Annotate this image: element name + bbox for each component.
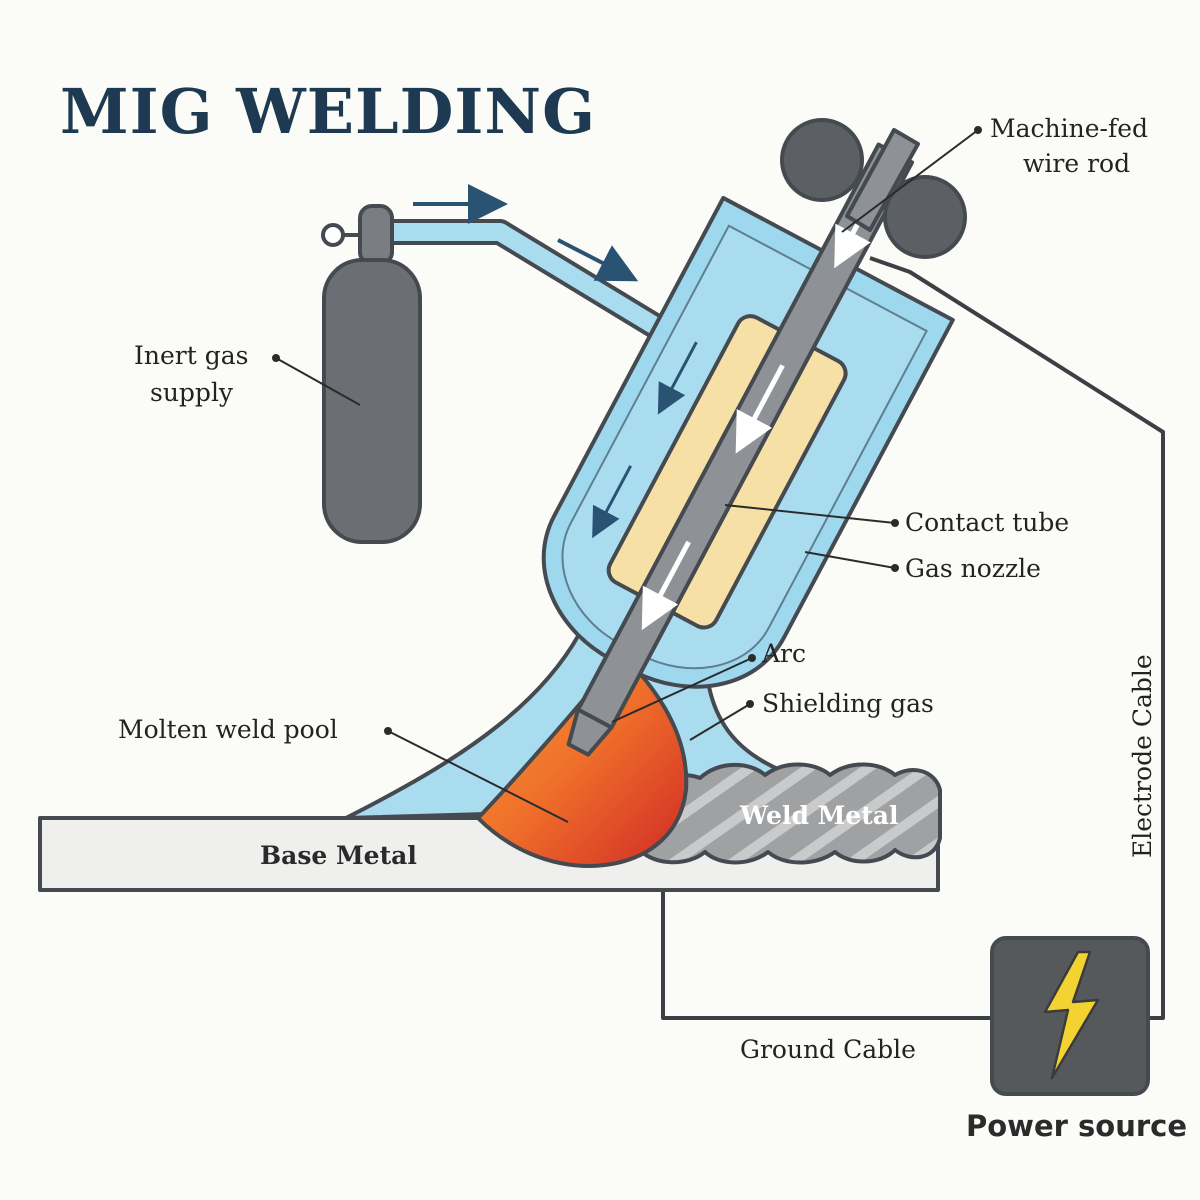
- wire-feed-arrow-icon: [735, 364, 785, 454]
- label-weld-metal: Weld Metal: [739, 801, 898, 830]
- weld-metal-bead: [618, 762, 942, 865]
- gas-flow-arrow-icon: [592, 465, 632, 539]
- label-wire-rod-1: Machine-fed: [990, 114, 1148, 143]
- power-source-box: [990, 936, 1150, 1096]
- leader-contact-tube: [724, 504, 896, 524]
- label-wire-rod-2: wire rod: [1023, 149, 1130, 178]
- lightning-bolt-icon: [1043, 950, 1100, 1080]
- leader-weld-pool: [387, 730, 569, 823]
- ground-cable: [661, 878, 992, 1020]
- label-ground-cable: Ground Cable: [740, 1035, 916, 1064]
- gas-cylinder: [321, 204, 422, 544]
- electrode-cable: [869, 256, 1165, 1020]
- leader-arc: [611, 657, 753, 723]
- label-gas-supply-2: supply: [150, 378, 234, 407]
- label-power-source: Power source: [966, 1109, 1187, 1143]
- molten-weld-pool: [476, 646, 689, 868]
- leader-wire-rod: [841, 129, 979, 233]
- leader-shielding-gas: [689, 703, 751, 741]
- gas-flow-arrow-icon: [657, 341, 698, 415]
- label-base-metal: Base Metal: [260, 841, 417, 870]
- leader-gas-supply: [275, 357, 361, 406]
- label-arc: Arc: [761, 639, 806, 668]
- flow-arrow-icon: [557, 238, 639, 282]
- feed-roller-top: [780, 118, 864, 202]
- label-shielding-gas: Shielding gas: [762, 689, 934, 718]
- label-contact-tube: Contact tube: [905, 508, 1069, 537]
- feed-roller-bottom: [883, 175, 967, 259]
- page-title: MIG WELDING: [60, 75, 596, 148]
- wire-rod-feed: [845, 128, 920, 232]
- label-gas-nozzle: Gas nozzle: [905, 554, 1041, 583]
- wire-feed-arrow-icon: [641, 540, 691, 631]
- label-molten-weld-pool: Molten weld pool: [118, 715, 338, 744]
- wire-tip: [566, 707, 614, 757]
- label-gas-supply-1: Inert gas: [134, 341, 248, 370]
- label-electrode-cable: Electrode Cable: [1128, 654, 1157, 858]
- leader-gas-nozzle: [804, 551, 896, 569]
- gas-hose: [392, 223, 683, 348]
- torch-assembly: [541, 142, 955, 757]
